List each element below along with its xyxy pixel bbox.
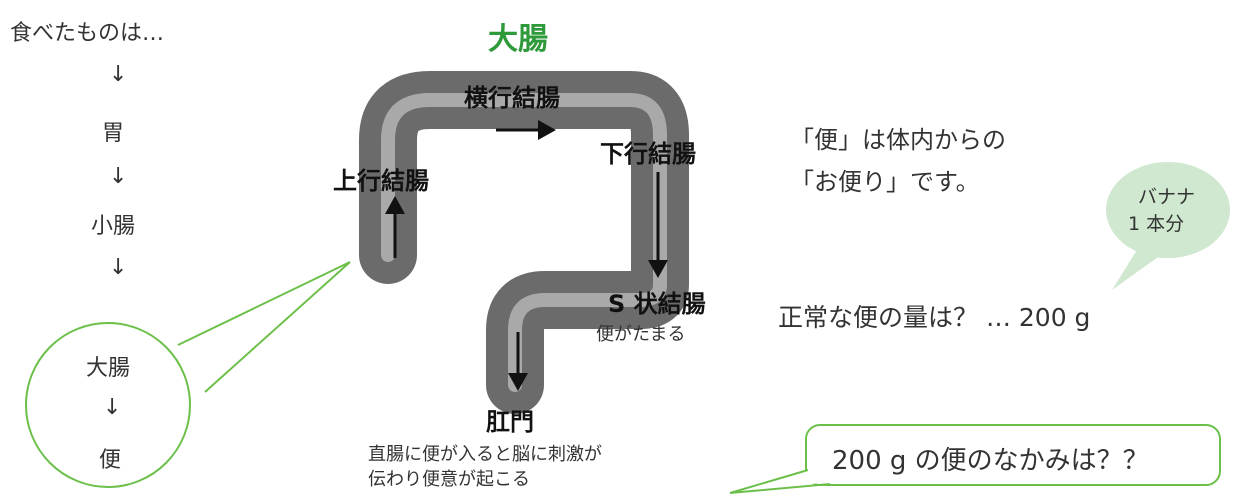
label-anus: 肛門 <box>486 408 534 436</box>
question-box <box>729 424 1221 494</box>
flow-start-text: 食べたものは… <box>10 21 165 46</box>
banana-bubble <box>1106 162 1230 290</box>
message-line2: 「お便り」です。 <box>790 168 980 196</box>
flow-arrow-2: ↓ <box>109 164 128 189</box>
normal-amount-text: 正常な便の量は？ … 200 g <box>778 303 1091 332</box>
arrowhead-right <box>538 120 556 140</box>
arrowhead-up <box>385 196 405 214</box>
bubble-line1: バナナ <box>1138 186 1196 208</box>
flow-small-intestine: 小腸 <box>91 214 136 239</box>
flow-arrows <box>385 120 668 391</box>
question-text: 200 g の便のなかみは？？ <box>832 446 1149 476</box>
label-transverse-colon: 横行結腸 <box>464 84 560 112</box>
large-intestine-callout-circle <box>25 322 191 488</box>
label-ascending-colon: 上行結腸 <box>333 167 429 195</box>
diagram-title: 大腸 <box>488 22 548 57</box>
rectum-note-line2: 伝わり便意が起こる <box>368 469 530 490</box>
flow-arrow-1: ↓ <box>109 62 128 87</box>
bubble-line2: 1 本分 <box>1128 213 1185 235</box>
arrowhead-down-descending <box>648 260 668 278</box>
flow-arrow-4: ↓ <box>103 395 122 420</box>
flow-arrow-3: ↓ <box>109 255 128 280</box>
flow-large-intestine: 大腸 <box>86 356 131 381</box>
message-line1: 「便」は体内からの <box>790 126 1006 154</box>
label-descending-colon: 下行結腸 <box>600 140 696 168</box>
colon-illustration <box>359 71 689 414</box>
flow-stool: 便 <box>99 448 122 473</box>
label-sigmoid-colon: S 状結腸 <box>608 290 706 318</box>
rectum-note-line1: 直腸に便が入ると脳に刺激が <box>368 444 602 465</box>
callout-pointer <box>177 261 351 393</box>
sigmoid-note: 便がたまる <box>596 324 686 345</box>
arrowhead-down-rectum <box>508 373 528 391</box>
flow-stomach: 胃 <box>102 121 125 146</box>
